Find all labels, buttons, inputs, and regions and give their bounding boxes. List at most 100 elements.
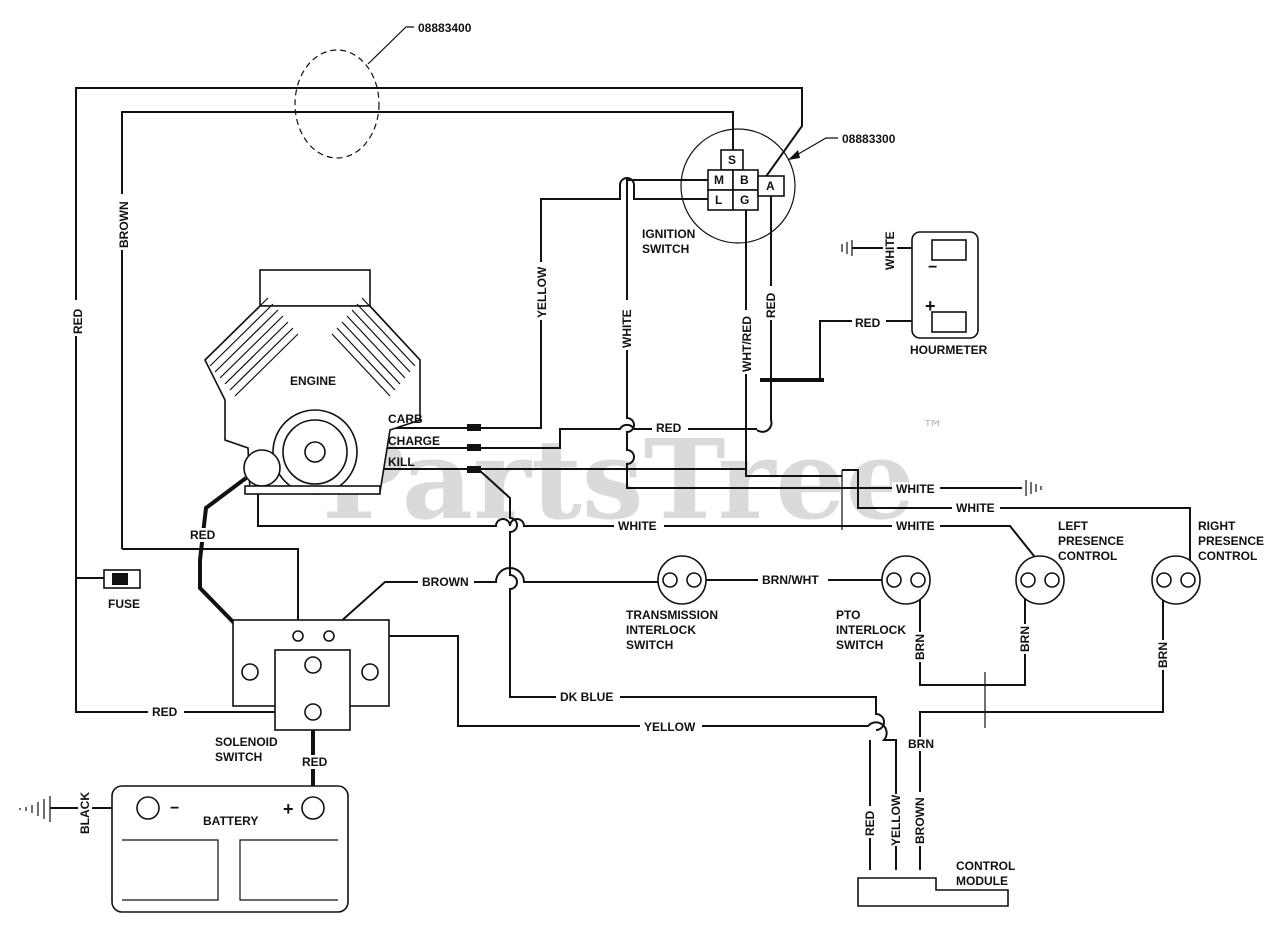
- terminal-a: A: [766, 179, 775, 193]
- ground-symbol-battery: [19, 796, 51, 822]
- label-yellow-top: YELLOW: [535, 266, 549, 318]
- battery: [111, 785, 349, 913]
- label-fuse: FUSE: [108, 597, 140, 611]
- harness-callout-leader: [367, 26, 414, 65]
- left-presence-control: [1015, 555, 1065, 605]
- label-battery: BATTERY: [203, 814, 258, 828]
- label-white-hour: WHITE: [883, 231, 897, 270]
- label-white-bottom-right: WHITE: [896, 519, 935, 533]
- ignition-callout-leader: [787, 137, 838, 161]
- label-ignition-1: IGNITION: [642, 227, 695, 241]
- label-ignition-2: SWITCH: [642, 242, 689, 256]
- label-white-mid: WHITE: [620, 309, 634, 348]
- label-hourmeter: HOURMETER: [910, 343, 988, 357]
- ground-symbol-hourmeter: [841, 240, 853, 256]
- label-pto-1: PTO: [836, 608, 860, 622]
- label-red-charge: RED: [656, 421, 682, 435]
- label-yellow-module: YELLOW: [889, 794, 903, 846]
- right-presence-control: [1151, 555, 1201, 605]
- label-brown-left: BROWN: [117, 201, 131, 248]
- label-brn-left: BRN: [1018, 626, 1032, 652]
- label-red-fuse: RED: [152, 705, 178, 719]
- wire-brown-left: [121, 111, 734, 549]
- ground-symbol-white: [1025, 480, 1042, 496]
- wire-labels-vertical: RED BROWN YELLOW WHITE WHT/RED RED WHITE…: [70, 194, 1170, 846]
- hourmeter-plus: +: [925, 296, 936, 316]
- label-kill: KILL: [388, 455, 415, 469]
- harness-callout: [294, 49, 380, 159]
- label-red-ign: RED: [764, 292, 778, 318]
- label-white-right: WHITE: [956, 501, 995, 515]
- wire-red-charge: [372, 423, 757, 449]
- label-pto-2: INTERLOCK: [836, 623, 906, 637]
- carb-connector: [467, 424, 481, 431]
- label-left-3: CONTROL: [1058, 549, 1117, 563]
- wire-brn-left: [985, 592, 1026, 686]
- label-charge: CHARGE: [388, 434, 440, 448]
- label-black: BLACK: [78, 792, 92, 834]
- wire-white-right-bus: [842, 469, 1191, 576]
- wire-white-bottom: [257, 490, 1051, 577]
- label-08883400: 08883400: [418, 21, 472, 35]
- label-red-hour: RED: [855, 316, 881, 330]
- label-trans-1: TRANSMISSION: [626, 608, 718, 622]
- label-red-solenoid: RED: [190, 528, 216, 542]
- label-wht-red: WHT/RED: [740, 316, 754, 372]
- label-brn-right: BRN: [1156, 642, 1170, 668]
- label-left-2: PRESENCE: [1058, 534, 1124, 548]
- label-left-1: LEFT: [1058, 519, 1089, 533]
- pto-interlock-switch: [881, 555, 931, 605]
- label-red-batt: RED: [302, 755, 328, 769]
- terminal-s: S: [728, 153, 736, 167]
- label-08883300: 08883300: [842, 132, 896, 146]
- terminal-l: L: [715, 193, 722, 207]
- battery-minus: −: [170, 800, 179, 817]
- label-brn-pto: BRN: [913, 634, 927, 660]
- engine: [204, 269, 481, 495]
- label-solenoid-1: SOLENOID: [215, 735, 278, 749]
- terminal-b: B: [740, 173, 749, 187]
- label-brown-module: BROWN: [913, 797, 927, 844]
- hourmeter: [911, 231, 979, 339]
- hourmeter-minus: −: [928, 259, 937, 276]
- wire-white-ignition: [626, 179, 842, 489]
- wire-brown-mid: [328, 567, 668, 633]
- transmission-interlock-switch: [657, 555, 707, 605]
- kill-connector: [467, 466, 481, 473]
- wire-brn-right: [985, 595, 1164, 713]
- wire-yellow-bottom: [329, 635, 897, 870]
- terminal-m: M: [714, 173, 724, 187]
- label-brn-module: BRN: [908, 737, 934, 751]
- label-module-1: CONTROL: [956, 859, 1015, 873]
- wire-yellow-carb: [372, 177, 708, 429]
- label-brn-wht: BRN/WHT: [762, 573, 819, 587]
- wire-brown-to-solenoid: [122, 548, 299, 632]
- label-pto-3: SWITCH: [836, 638, 883, 652]
- solenoid-switch: [232, 619, 390, 731]
- ignition-switch: [680, 128, 838, 244]
- label-white-ground: WHITE: [896, 482, 935, 496]
- label-solenoid-2: SWITCH: [215, 750, 262, 764]
- label-carb: CARB: [388, 412, 423, 426]
- label-red-left: RED: [71, 308, 85, 334]
- label-right-1: RIGHT: [1198, 519, 1236, 533]
- label-module-2: MODULE: [956, 874, 1008, 888]
- wire-brn-module: [919, 711, 985, 870]
- fuse: [103, 569, 141, 589]
- watermark-tm: ™: [922, 417, 944, 442]
- wire-kill-down: [477, 468, 885, 731]
- terminal-g: G: [740, 193, 749, 207]
- label-engine: ENGINE: [290, 374, 336, 388]
- label-white-bottom-left: WHITE: [618, 519, 657, 533]
- label-dk-blue: DK BLUE: [560, 690, 613, 704]
- label-trans-2: INTERLOCK: [626, 623, 696, 637]
- wire-brn-pto: [919, 592, 985, 686]
- battery-plus: +: [283, 799, 294, 819]
- wire-kill-white: [478, 468, 842, 477]
- wire-labels-horizontal: RED RED WHITE WHITE WHITE WHITE BROWN BR…: [148, 316, 1000, 769]
- label-right-3: CONTROL: [1198, 549, 1257, 563]
- label-right-2: PRESENCE: [1198, 534, 1264, 548]
- charge-connector: [467, 444, 481, 451]
